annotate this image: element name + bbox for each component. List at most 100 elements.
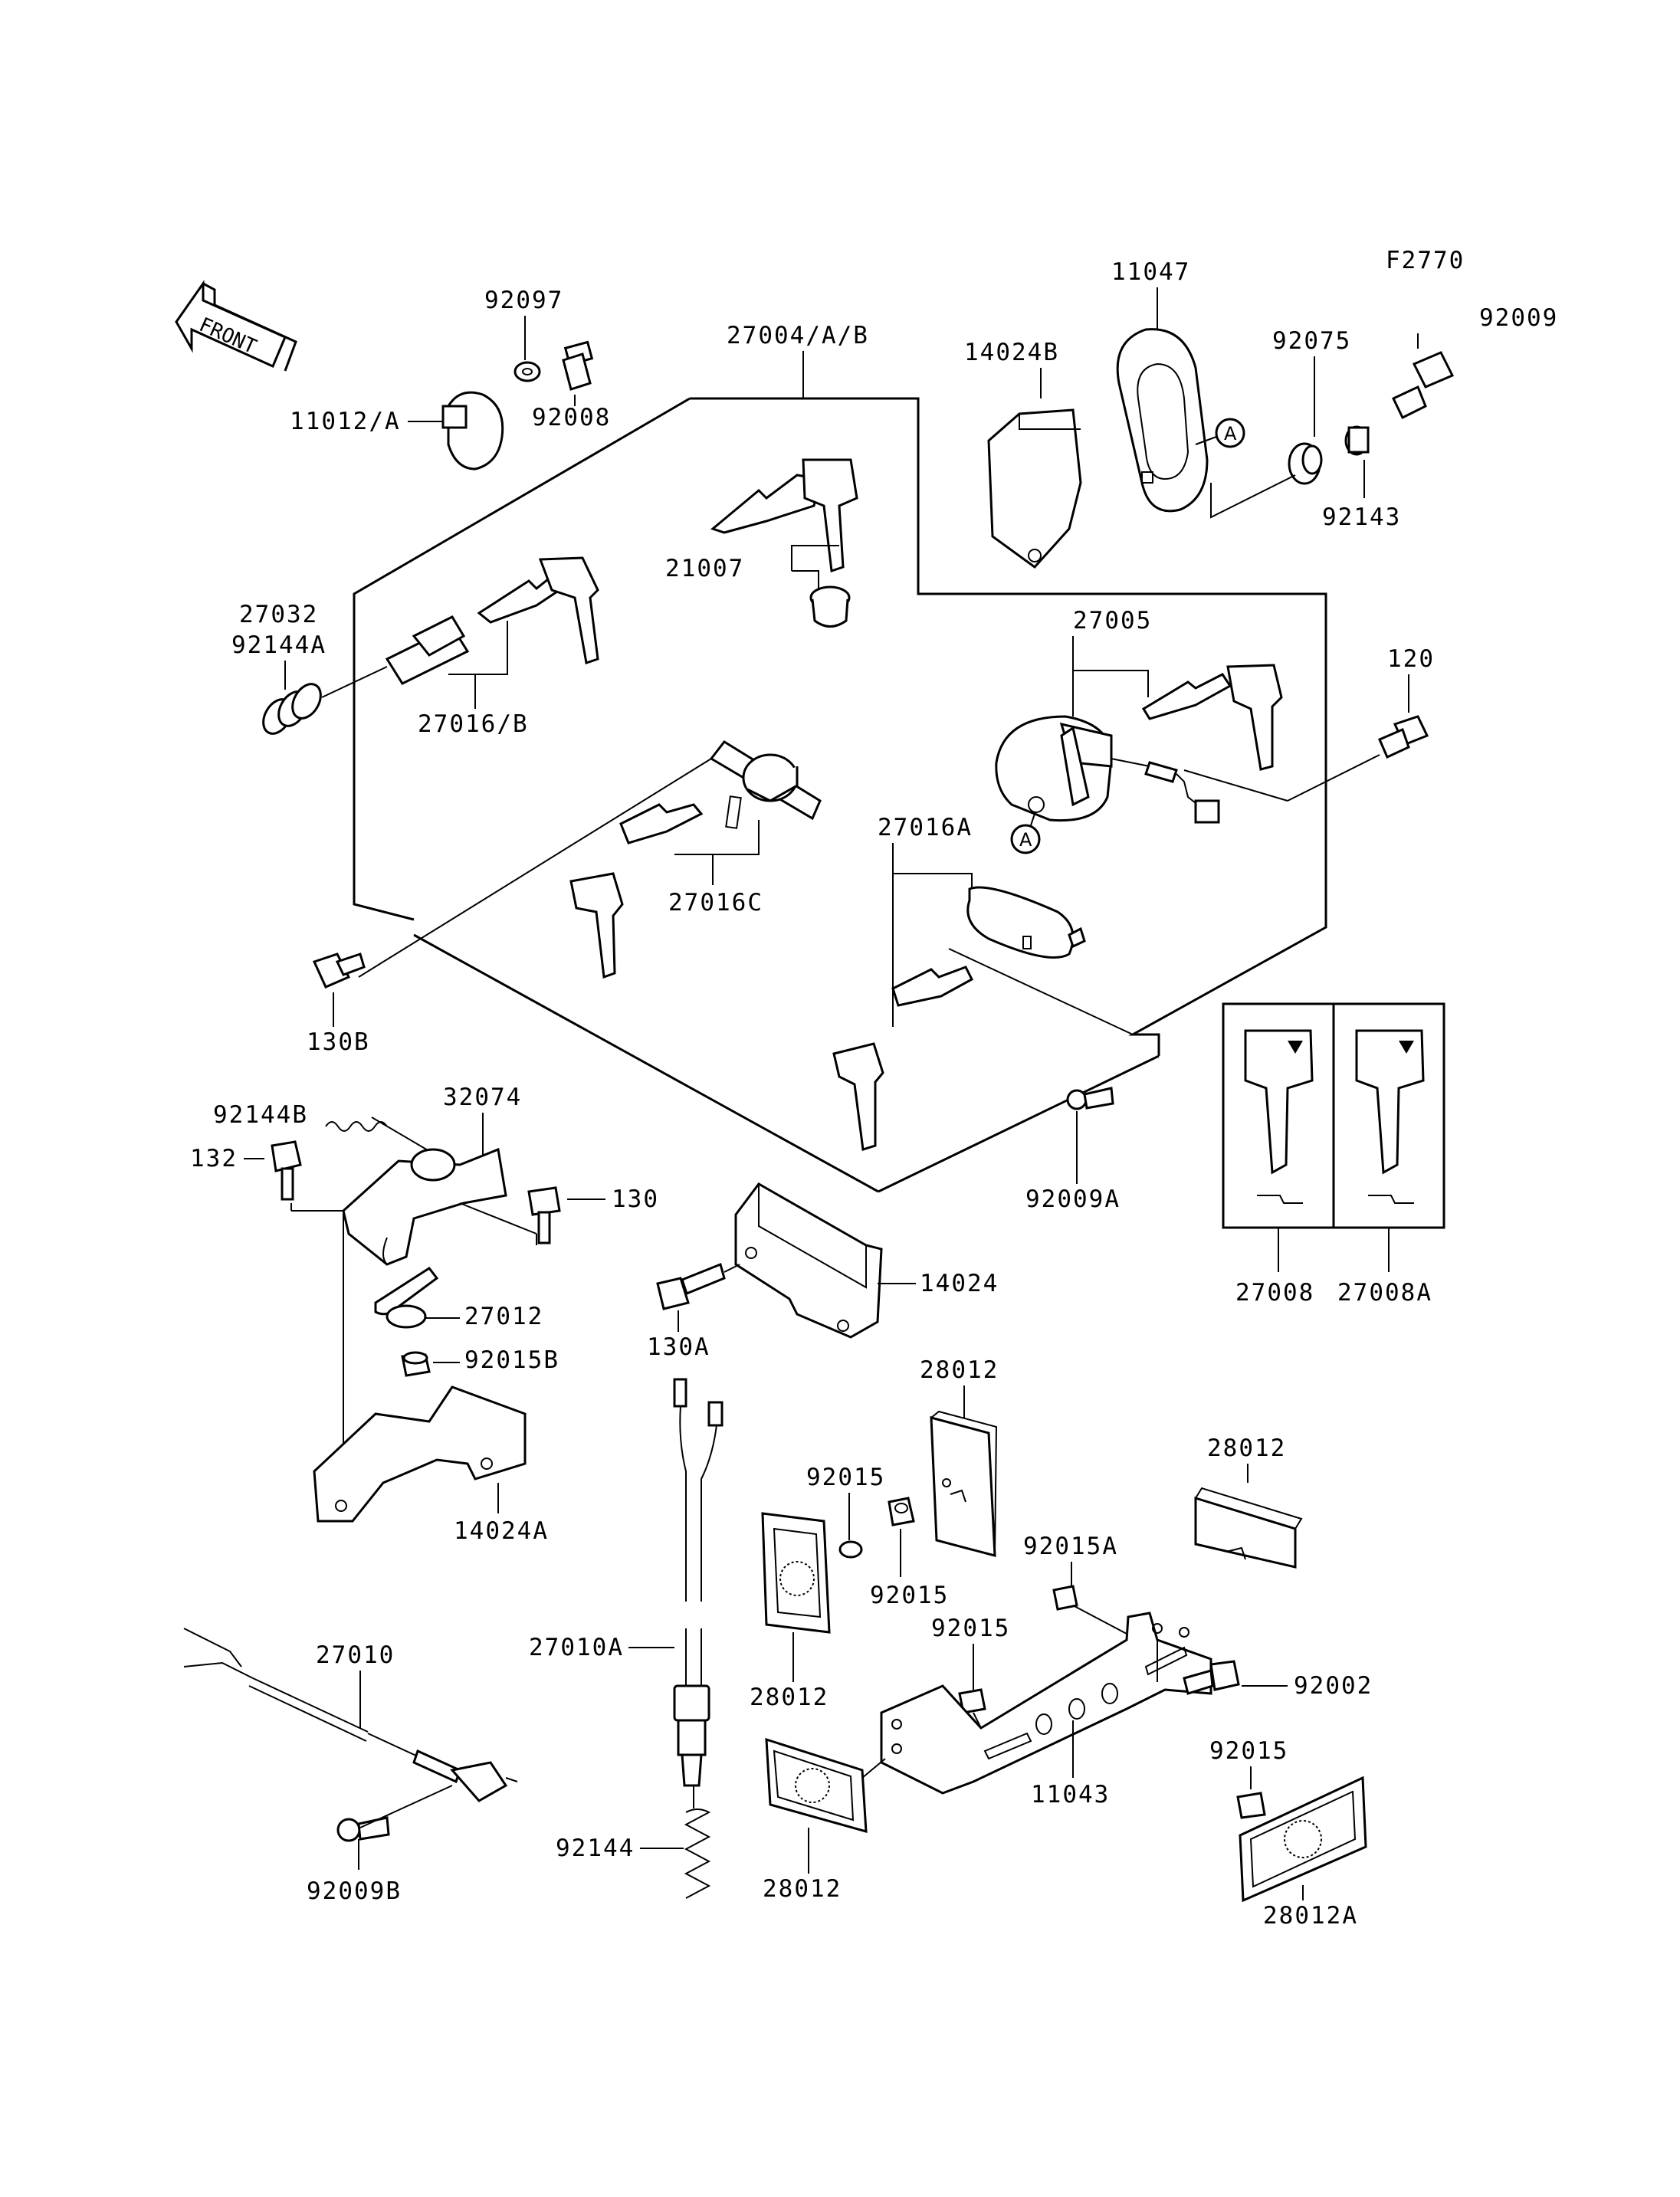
gasket-11047-icon bbox=[1116, 328, 1209, 513]
label-27016A: 27016A bbox=[878, 814, 973, 841]
bolt-92009-icon bbox=[1391, 351, 1455, 420]
label-92009A: 92009A bbox=[1025, 1185, 1121, 1213]
label-27012: 27012 bbox=[464, 1303, 543, 1330]
label-11012A: 11012/A bbox=[290, 408, 401, 435]
cap-21007-icon bbox=[809, 585, 851, 628]
reflector-28012A-icon bbox=[1239, 1776, 1367, 1903]
label-92144B: 92144B bbox=[213, 1101, 308, 1129]
label-28012-left: 28012 bbox=[750, 1684, 829, 1711]
label-21007: 21007 bbox=[665, 555, 744, 582]
label-27008: 27008 bbox=[1235, 1279, 1314, 1307]
bolt-92008-icon bbox=[562, 340, 594, 391]
reflector-28012-left-icon bbox=[761, 1512, 831, 1634]
cover-11012-icon bbox=[441, 391, 504, 471]
label-92144A: 92144A bbox=[231, 631, 326, 659]
spring-92144B-icon bbox=[325, 1121, 388, 1132]
label-92097: 92097 bbox=[484, 287, 563, 314]
label-27032: 27032 bbox=[239, 601, 318, 628]
reflector-28012-right-icon bbox=[1194, 1487, 1303, 1569]
label-92015B: 92015B bbox=[464, 1346, 559, 1374]
key-27005-icon bbox=[1141, 664, 1283, 771]
key-21007-icon bbox=[710, 458, 858, 573]
label-120: 120 bbox=[1387, 645, 1435, 673]
nut-92015-a-icon bbox=[838, 1540, 863, 1559]
label-130: 130 bbox=[612, 1185, 659, 1213]
bolt-130B-icon bbox=[312, 953, 366, 989]
label-27016B: 27016/B bbox=[418, 710, 529, 738]
label-92015-d: 92015 bbox=[1209, 1737, 1288, 1765]
key-27016A-icon bbox=[832, 966, 973, 1151]
ignition-switch-27005-icon bbox=[995, 715, 1220, 824]
svg-text:A: A bbox=[1224, 423, 1237, 444]
screw-92009A-icon bbox=[1066, 1087, 1114, 1110]
label-27010: 27010 bbox=[316, 1641, 395, 1669]
cable-27010-icon bbox=[183, 1628, 518, 1802]
label-92008: 92008 bbox=[532, 404, 611, 431]
label-92143: 92143 bbox=[1322, 503, 1401, 531]
label-130B: 130B bbox=[307, 1028, 370, 1056]
lock-cylinder-27016B-icon bbox=[385, 615, 470, 685]
screw-92009B-icon bbox=[336, 1816, 390, 1842]
grommet-92075-icon bbox=[1288, 442, 1323, 485]
bracket-14024A-icon bbox=[313, 1385, 527, 1523]
bolt-92002-icon bbox=[1183, 1660, 1240, 1695]
label-27004AB: 27004/A/B bbox=[727, 322, 869, 349]
spring-92144-icon bbox=[684, 1808, 711, 1899]
callout-A-top: A bbox=[1215, 418, 1245, 448]
label-27010A: 27010A bbox=[529, 1634, 624, 1661]
svg-text:A: A bbox=[1019, 829, 1032, 851]
nut-92015B-icon bbox=[401, 1351, 431, 1377]
lock-27016C-icon bbox=[709, 740, 822, 829]
front-arrow-icon: FRONT bbox=[175, 280, 297, 372]
label-27005: 27005 bbox=[1073, 607, 1152, 635]
plate-27012-icon bbox=[374, 1266, 439, 1329]
label-92015A: 92015A bbox=[1023, 1533, 1118, 1560]
bolt-130-icon bbox=[527, 1186, 561, 1244]
spring-92144A-icon bbox=[262, 666, 388, 735]
label-92009: 92009 bbox=[1479, 304, 1558, 332]
label-11043: 11043 bbox=[1031, 1781, 1110, 1808]
reflector-28012-bottom-icon bbox=[765, 1737, 868, 1834]
lock-27016A-icon bbox=[966, 886, 1086, 959]
bracket-14024-icon bbox=[734, 1182, 883, 1339]
label-27016C: 27016C bbox=[668, 889, 763, 917]
bolt-132-icon bbox=[271, 1140, 302, 1201]
key-tag-box bbox=[1222, 1002, 1445, 1229]
label-14024B: 14024B bbox=[964, 339, 1059, 366]
label-92009B: 92009B bbox=[307, 1877, 402, 1905]
label-11047: 11047 bbox=[1111, 258, 1190, 286]
bracket-14024B-icon bbox=[987, 408, 1082, 569]
bolt-130A-icon bbox=[656, 1262, 726, 1310]
label-14024: 14024 bbox=[920, 1270, 999, 1297]
label-92144: 92144 bbox=[556, 1835, 635, 1862]
label-92002: 92002 bbox=[1294, 1672, 1373, 1700]
reflector-28012-top-icon bbox=[930, 1410, 998, 1557]
nut-92015A-icon bbox=[1052, 1585, 1078, 1611]
callout-A-mid: A bbox=[1010, 824, 1041, 854]
collar-92143-icon bbox=[1344, 425, 1370, 456]
label-28012-right: 28012 bbox=[1207, 1435, 1286, 1462]
screw-120-icon bbox=[1378, 715, 1429, 759]
washer-92097-icon bbox=[514, 361, 541, 382]
label-92075: 92075 bbox=[1272, 327, 1351, 355]
bracket-32074-icon bbox=[342, 1147, 507, 1266]
key-27016C-icon bbox=[569, 803, 704, 979]
label-92015-a: 92015 bbox=[806, 1464, 885, 1491]
nut-92015-b-icon bbox=[888, 1497, 915, 1526]
key-27016B-icon bbox=[477, 556, 599, 664]
bracket-11043-icon bbox=[880, 1612, 1212, 1795]
label-32074: 32074 bbox=[443, 1084, 522, 1111]
label-130A: 130A bbox=[647, 1333, 710, 1361]
label-27008A: 27008A bbox=[1337, 1279, 1432, 1307]
label-132: 132 bbox=[190, 1145, 238, 1172]
label-28012-top: 28012 bbox=[920, 1356, 999, 1384]
nut-92015-d-icon bbox=[1236, 1792, 1266, 1819]
label-92015-c: 92015 bbox=[931, 1615, 1010, 1642]
label-14024A: 14024A bbox=[454, 1517, 549, 1545]
label-28012-bottom: 28012 bbox=[763, 1875, 842, 1903]
switch-27010A-icon bbox=[673, 1378, 724, 1787]
label-92015-b: 92015 bbox=[870, 1582, 949, 1609]
label-28012A: 28012A bbox=[1263, 1902, 1358, 1930]
diagram-code: F2770 bbox=[1386, 247, 1465, 274]
